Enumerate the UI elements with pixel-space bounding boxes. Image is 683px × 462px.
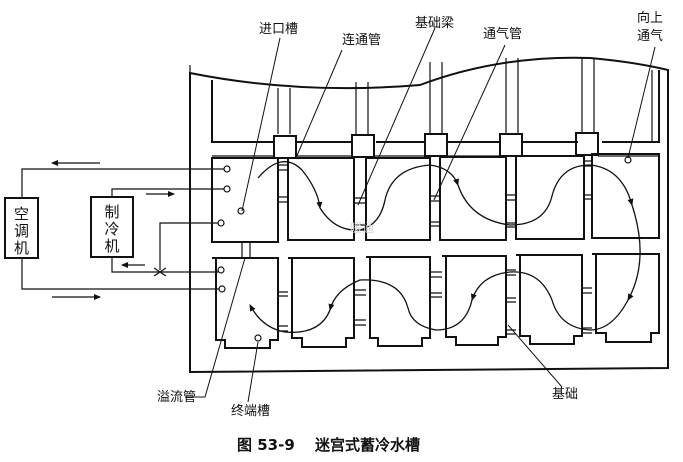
caption-figure-number: 图 53-9: [237, 436, 295, 454]
ac-char-2: 调: [14, 222, 29, 240]
flow-arrow: [470, 271, 553, 301]
label-vent-pipe: 通气管: [483, 26, 522, 42]
label-terminal-tank: 终端槽: [231, 403, 270, 419]
air-conditioner-unit: 空 调 机: [4, 197, 39, 259]
chiller-char-3: 机: [104, 237, 119, 255]
callout-labels: 进口槽 连通管 基础梁 通气管 向上 通气 溢流管 终端槽 基础: [157, 10, 663, 419]
flow-arrow: [551, 164, 634, 206]
figure-caption: 图 53-9 迷宫式蓄冷水槽: [237, 436, 420, 454]
ac-char-1: 空: [14, 205, 29, 223]
beam-junctions: [273, 132, 599, 159]
label-upward-vent-1: 向上: [637, 10, 663, 26]
top-partial-cells: [211, 58, 660, 143]
label-inlet-tank: 进口槽: [259, 22, 298, 37]
flow-arrow: [319, 199, 386, 231]
label-connecting-pipe: 连通管: [342, 32, 381, 48]
middle-corridor: [241, 242, 251, 258]
valve-icon: [153, 267, 167, 277]
pipe-direction-arrows: [51, 160, 175, 300]
foundation-outline: [189, 56, 669, 374]
label-foundation: 基础: [552, 387, 578, 402]
caption-figure-title: 迷宫式蓄冷水槽: [314, 436, 420, 454]
terminal-tank: [212, 257, 279, 349]
leader-lines: [185, 27, 656, 403]
flow-path: [249, 161, 641, 333]
inlet-tank: [211, 157, 279, 243]
label-foundation-beam: 基础梁: [415, 16, 454, 31]
chiller-char-1: 制: [104, 203, 119, 221]
flow-arrow: [328, 279, 409, 311]
lower-tank-row: [212, 253, 660, 349]
label-overflow-pipe: 溢流管: [157, 390, 196, 405]
chiller-char-2: 冷: [104, 220, 119, 238]
flow-arrow: [457, 184, 553, 226]
flow-arrow: [551, 299, 629, 331]
flow-arrow: [384, 164, 459, 201]
chiller-unit: 制 冷 机: [90, 196, 134, 258]
upper-tank-row: [211, 153, 660, 243]
flow-arrow: [257, 161, 323, 209]
label-upward-vent-2: 通气: [637, 28, 663, 44]
ac-char-3: 机: [14, 239, 29, 257]
pipe-ports: [217, 156, 632, 342]
watermark: 暖通: [350, 221, 374, 235]
flow-arrow: [627, 204, 641, 301]
external-piping: [21, 65, 224, 372]
flow-arrow: [249, 304, 331, 333]
flow-arrow: [407, 299, 473, 331]
